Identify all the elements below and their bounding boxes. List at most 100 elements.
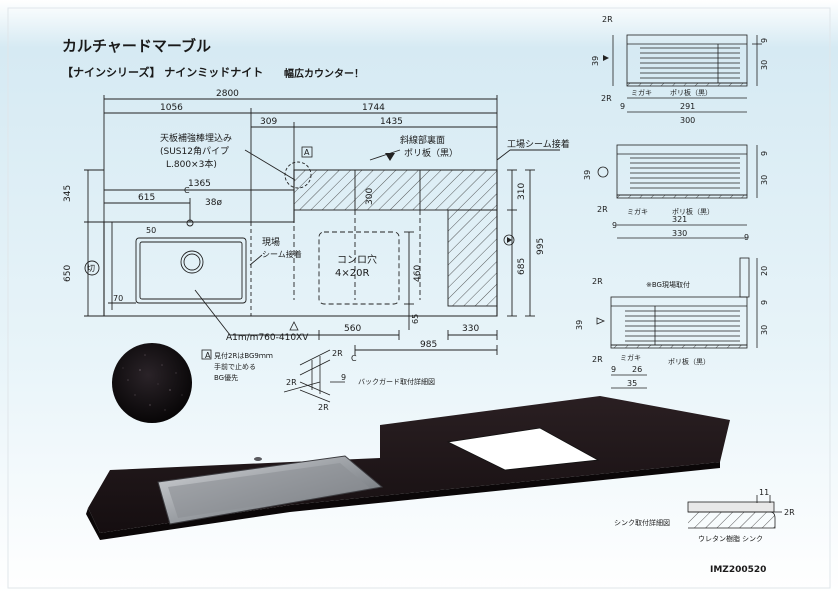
- st-39: 39: [591, 56, 600, 66]
- marker-a-label: A: [304, 148, 310, 157]
- bg-a-marker: A: [205, 351, 211, 360]
- section-marker-arrow: [507, 237, 512, 243]
- countertop-render: [86, 396, 730, 540]
- dim-50: 50: [146, 226, 156, 235]
- marker-c-bottom: C: [351, 354, 357, 363]
- dim-309: 309: [260, 117, 277, 127]
- dim-1056: 1056: [160, 103, 183, 113]
- dim-300: 300: [365, 188, 375, 205]
- st-291: 291: [680, 102, 695, 111]
- st-migaki: ミガキ: [631, 88, 652, 97]
- sb-9top: 9: [744, 233, 749, 242]
- sm-9: 9: [760, 151, 769, 156]
- section-bottom-marker: [596, 317, 606, 325]
- section-middle: [616, 144, 758, 239]
- sb-9: 9: [760, 300, 769, 305]
- page-title: カルチャードマーブル: [62, 37, 211, 55]
- factory-seam-label: 工場シーム接着: [507, 138, 570, 150]
- sb-2r: 2R: [592, 277, 603, 286]
- sm-2r: 2R: [597, 205, 608, 214]
- dim-310: 310: [517, 183, 527, 200]
- sd-2r: 2R: [784, 508, 795, 517]
- bg-2r-b: 2R: [286, 378, 297, 387]
- sb-20: 20: [760, 266, 769, 276]
- dim-685: 685: [517, 258, 527, 275]
- marker-c-top: C: [184, 186, 190, 195]
- dim-70: 70: [113, 294, 123, 303]
- sm-321: 321: [672, 215, 687, 224]
- bg-2r-a: 2R: [332, 349, 343, 358]
- cut-mark-label: 切: [87, 264, 95, 273]
- section-bottom: [610, 257, 758, 389]
- dim-345: 345: [63, 185, 73, 202]
- st-30: 30: [760, 60, 769, 70]
- dim-650: 650: [63, 265, 73, 282]
- section-marker-circle: [503, 234, 515, 246]
- sd-sink: シンク: [742, 535, 763, 543]
- sb-2rb: 2R: [592, 355, 603, 364]
- sb-35: 35: [627, 379, 637, 388]
- sb-26: 26: [632, 365, 642, 374]
- sb-39: 39: [575, 320, 584, 330]
- dim-1365: 1365: [188, 179, 211, 189]
- granite-sample: [112, 343, 192, 423]
- section-marker-triangle-up: [289, 321, 299, 331]
- section-marker-triangle-down: [385, 153, 395, 161]
- dim-2800: 2800: [216, 89, 239, 99]
- sd-11: 11: [759, 488, 769, 497]
- section-top: [612, 34, 762, 113]
- sm-30: 30: [760, 175, 769, 185]
- bg-note-1: 見付2RはBG9ｍｍ: [214, 351, 273, 360]
- sm-330: 330: [672, 229, 687, 238]
- section-middle-marker: [597, 166, 609, 178]
- dim-995: 995: [536, 238, 546, 255]
- dim-460: 460: [413, 265, 423, 282]
- bg-9: 9: [341, 373, 346, 382]
- marker-a-box: [301, 146, 313, 158]
- sd-caption: シンク取付詳細図: [614, 518, 670, 527]
- cooktop-label-1: コンロ穴: [337, 253, 377, 266]
- dim-615: 615: [138, 193, 155, 203]
- st-9: 9: [760, 38, 769, 43]
- sm-9b: 9: [612, 221, 617, 230]
- product-code: IMZ200520: [710, 565, 766, 575]
- series-title: 【ナインシリーズ】 ナインミッドナイト: [62, 65, 263, 79]
- sd-urethane: ウレタン樹脂: [698, 534, 740, 543]
- reinforce-label-2: (SUS12角パイプ: [160, 145, 229, 157]
- sb-poly: ポリ板（黒）: [668, 357, 710, 366]
- site-seam-label-1: 現場: [262, 236, 280, 248]
- section-top-marker: [603, 55, 609, 61]
- hatch-label-1: 斜線部裏面: [400, 134, 445, 146]
- st-9b: 9: [620, 102, 625, 111]
- sm-39: 39: [583, 170, 592, 180]
- backguard-detail: [201, 349, 345, 403]
- site-seam-label-2: シーム接着: [262, 249, 302, 259]
- plan-drawing: [84, 95, 560, 355]
- dim-560: 560: [344, 324, 361, 334]
- dim-1435: 1435: [380, 117, 403, 127]
- granite-speckles: [122, 354, 183, 411]
- bg-caption: バックガード取付詳細図: [358, 377, 435, 386]
- sb-9c: 9: [611, 365, 616, 374]
- st-300: 300: [680, 116, 695, 125]
- sm-migaki: ミガキ: [627, 207, 648, 216]
- sb-bg-note: ※BG現場取付: [646, 280, 690, 289]
- sink-detail: [687, 495, 782, 529]
- st-2rb: 2R: [601, 94, 612, 103]
- dim-65: 65: [411, 314, 420, 324]
- sm-poly: ポリ板（黒）: [672, 207, 714, 216]
- counter-note: 幅広カウンター！: [284, 67, 364, 80]
- sb-migaki: ミガキ: [620, 353, 641, 362]
- reinforce-label-3: L.800×3本): [166, 158, 217, 170]
- bg-note-3: BG優先: [214, 373, 238, 382]
- sink-model-label: A1m/m760-410XV: [226, 333, 309, 343]
- sb-30: 30: [760, 325, 769, 335]
- cut-mark-circle: [84, 260, 100, 276]
- hatch-label-2: ポリ板（黒）: [404, 147, 458, 159]
- reinforce-label-1: 天板補強棒埋込み: [160, 132, 232, 144]
- dim-330: 330: [462, 324, 479, 334]
- bg-2r-c: 2R: [318, 403, 329, 412]
- bg-note-2: 手前で止める: [214, 362, 256, 371]
